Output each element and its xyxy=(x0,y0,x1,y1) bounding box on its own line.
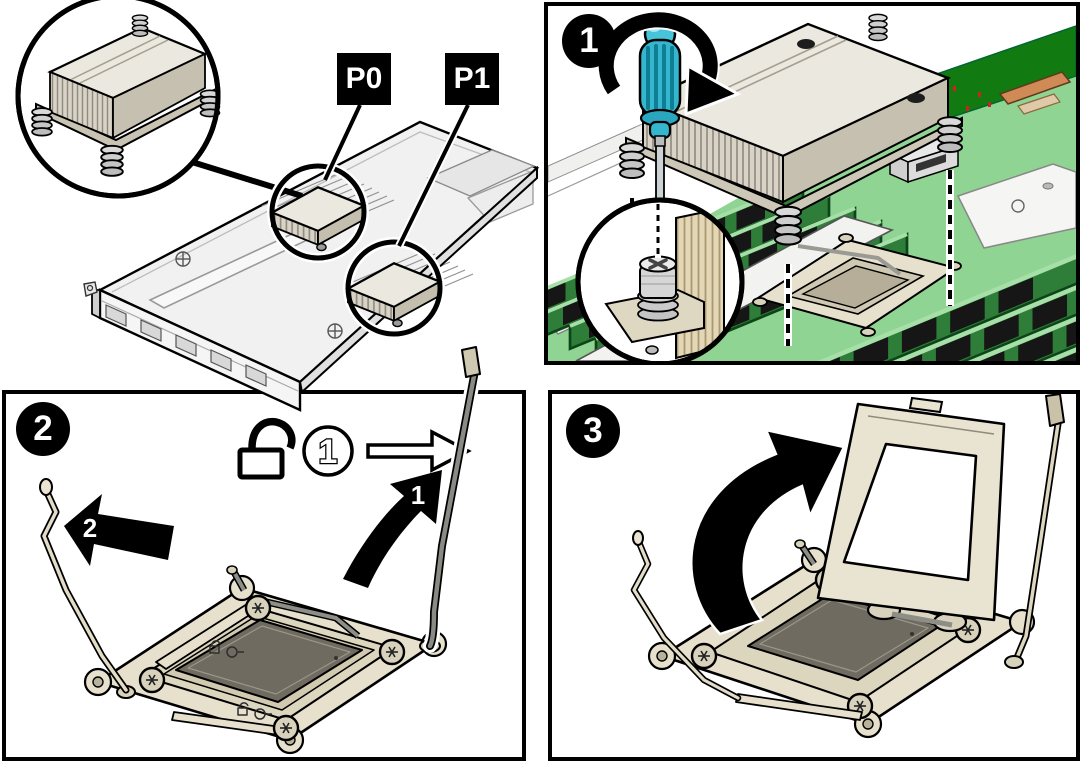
step-2-illustration: 1 1 2 xyxy=(39,417,472,755)
cpu-socket-assembly xyxy=(83,565,448,755)
p0-label-box xyxy=(337,53,391,105)
torx-marks xyxy=(146,602,398,734)
step-3-illustration xyxy=(630,394,1065,739)
etched-lock-icons xyxy=(209,640,272,720)
left-load-lever xyxy=(39,478,130,694)
lever-arrow-2: 2 xyxy=(64,494,174,566)
step-number-circle-icon: 1 xyxy=(302,425,354,477)
heatsink-detail-illustration xyxy=(31,14,221,177)
callout-connector-line xyxy=(191,159,303,199)
step-2-badge: 2 xyxy=(16,402,70,456)
cover-plate xyxy=(956,163,1076,249)
load-plate-tab xyxy=(908,396,944,414)
step-number-circle-label: 1 xyxy=(319,433,338,471)
lever-arrow-1-label: 1 xyxy=(411,480,425,510)
chassis-anchor-icons xyxy=(175,251,343,339)
right-load-lever xyxy=(1004,394,1065,669)
panel-step-2: 2 1 1 2 xyxy=(2,346,526,761)
unlock-icon xyxy=(237,417,296,480)
p1-label: P1 xyxy=(454,62,491,95)
drive-bay-slots xyxy=(105,304,267,387)
p1-callout: P1 xyxy=(395,53,499,248)
heatsink-callout-circle xyxy=(15,0,221,199)
step-1-badge: 1 xyxy=(562,14,616,68)
copper-connector xyxy=(998,71,1072,105)
load-plate-open xyxy=(816,402,1006,622)
heatsink-illustration xyxy=(619,13,963,246)
left-load-lever xyxy=(630,530,742,702)
screw-callout-circle xyxy=(575,197,745,361)
panel-step-3: 3 xyxy=(548,390,1080,761)
processor-p1-circle xyxy=(343,237,445,339)
cpu-cover xyxy=(175,619,363,703)
processor-p0-circle xyxy=(267,161,369,263)
dimm-hatch-right xyxy=(347,249,474,309)
direction-right-arrow-icon xyxy=(366,429,472,473)
rotate-clockwise-arrow-icon xyxy=(596,10,742,117)
panel-step-1: 1 xyxy=(544,2,1080,365)
p0-label: P0 xyxy=(346,62,383,95)
lever-arrow-1: 1 xyxy=(343,470,442,588)
dimm-hatch-left xyxy=(261,171,395,235)
right-load-lever xyxy=(423,346,481,653)
step-1-illustration xyxy=(548,10,1076,361)
p0-callout: P0 xyxy=(321,53,391,182)
step-3-badge: 3 xyxy=(566,404,620,458)
open-cover-curved-arrow-icon xyxy=(690,428,846,636)
lever-arrow-2-label: 2 xyxy=(83,513,97,543)
p1-label-box xyxy=(445,53,499,105)
